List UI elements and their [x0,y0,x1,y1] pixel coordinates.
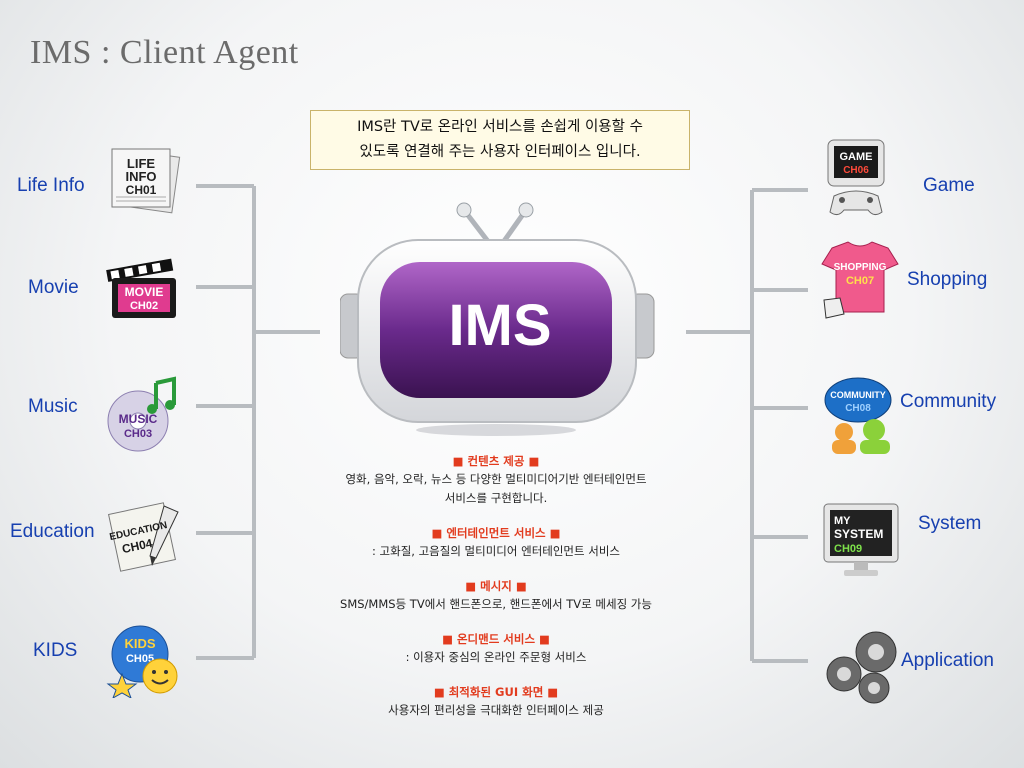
label-education[interactable]: Education [10,521,95,542]
movie-icon[interactable]: MOVIE CH02 [104,252,182,330]
education-icon-channel: CH04 [121,536,154,556]
music-icon-channel: CH03 [124,428,152,440]
label-system[interactable]: System [918,513,982,534]
system-icon-channel: CH09 [834,543,862,555]
game-icon-text: GAME [840,151,873,163]
tv-logo: IMS [448,293,551,358]
feature-item: ■ 온디맨드 서비스 ■ : 이용자 중심의 온라인 주문형 서비스 [300,631,692,667]
feature-item: ■ 최적화된 GUI 화면 ■ 사용자의 편리성을 극대화한 인터페이스 제공 [300,684,692,720]
community-icon-text: COMMUNITY [830,390,886,400]
feature-title: ■ 메시지 ■ [465,579,527,593]
feature-desc: : 고화질, 고음질의 멀티미디어 엔터테인먼트 서비스 [372,544,620,558]
life-info-icon[interactable]: LIFE INFO CH01 [104,143,182,223]
feature-item: ■ 메시지 ■ SMS/MMS등 TV에서 핸드폰으로, 핸드폰에서 TV로 메… [300,578,692,614]
system-icon-text-2: SYSTEM [834,527,883,541]
kids-icon-channel: CH05 [126,653,154,665]
game-icon[interactable]: GAME CH06 [824,138,890,222]
life-info-icon-channel: CH01 [126,183,157,197]
shopping-icon-channel: CH07 [846,275,874,287]
feature-title: ■ 최적화된 GUI 화면 ■ [433,685,559,699]
life-info-icon-text-1: LIFE [127,156,155,171]
label-shopping[interactable]: Shopping [907,269,988,290]
shopping-icon-text: SHOPPING [834,262,887,273]
community-icon[interactable]: COMMUNITY CH08 [824,376,900,460]
system-icon[interactable]: MY SYSTEM CH09 [822,500,902,584]
page-title: IMS : Client Agent [30,34,299,71]
intro-line-2: 있도록 연결해 주는 사용자 인터페이스 입니다. [359,144,641,160]
feature-list: ■ 컨텐츠 제공 ■ 영화, 음악, 오락, 뉴스 등 다양한 멀티미디어기반 … [300,453,692,737]
community-icon-channel: CH08 [845,403,871,414]
feature-desc: : 이용자 중심의 온라인 주문형 서비스 [405,650,587,664]
kids-icon[interactable]: KIDS CH05 [106,622,182,702]
music-icon[interactable]: MUSIC CH03 [104,375,182,459]
kids-icon-text: KIDS [124,636,155,651]
label-movie[interactable]: Movie [28,277,79,298]
label-game[interactable]: Game [923,175,975,196]
application-gears-icon[interactable] [822,628,904,712]
feature-desc: 서비스를 구현합니다. [444,491,548,505]
intro-box: IMS란 TV로 온라인 서비스를 손쉽게 이용할 수 있도록 연결해 주는 사… [310,110,690,170]
movie-icon-channel: CH02 [130,300,158,312]
feature-item: ■ 컨텐츠 제공 ■ 영화, 음악, 오락, 뉴스 등 다양한 멀티미디어기반 … [300,453,692,508]
label-music[interactable]: Music [28,396,78,417]
shopping-icon[interactable]: SHOPPING CH07 [818,240,902,326]
label-kids[interactable]: KIDS [33,640,78,661]
feature-title: ■ 컨텐츠 제공 ■ [452,454,540,468]
label-community[interactable]: Community [900,391,997,412]
game-icon-channel: CH06 [843,165,869,176]
feature-desc: 영화, 음악, 오락, 뉴스 등 다양한 멀티미디어기반 엔터테인먼트 [345,472,647,486]
movie-icon-text: MOVIE [125,285,164,299]
label-life-info[interactable]: Life Info [17,175,85,196]
life-info-icon-text-2: INFO [125,169,156,184]
music-icon-text: MUSIC [119,412,158,426]
system-icon-text-1: MY [834,515,851,527]
intro-line-1: IMS란 TV로 온라인 서비스를 손쉽게 이용할 수 [357,119,643,135]
education-icon[interactable]: EDUCATION CH04 [106,498,184,580]
ims-tv: IMS [339,200,660,444]
feature-item: ■ 엔터테인먼트 서비스 ■ : 고화질, 고음질의 멀티미디어 엔터테인먼트 … [300,525,692,561]
feature-desc: SMS/MMS등 TV에서 핸드폰으로, 핸드폰에서 TV로 메세징 가능 [340,597,652,611]
feature-desc: 사용자의 편리성을 극대화한 인터페이스 제공 [388,703,604,717]
feature-title: ■ 엔터테인먼트 서비스 ■ [431,526,561,540]
label-application[interactable]: Application [901,650,994,671]
feature-title: ■ 온디맨드 서비스 ■ [442,632,550,646]
